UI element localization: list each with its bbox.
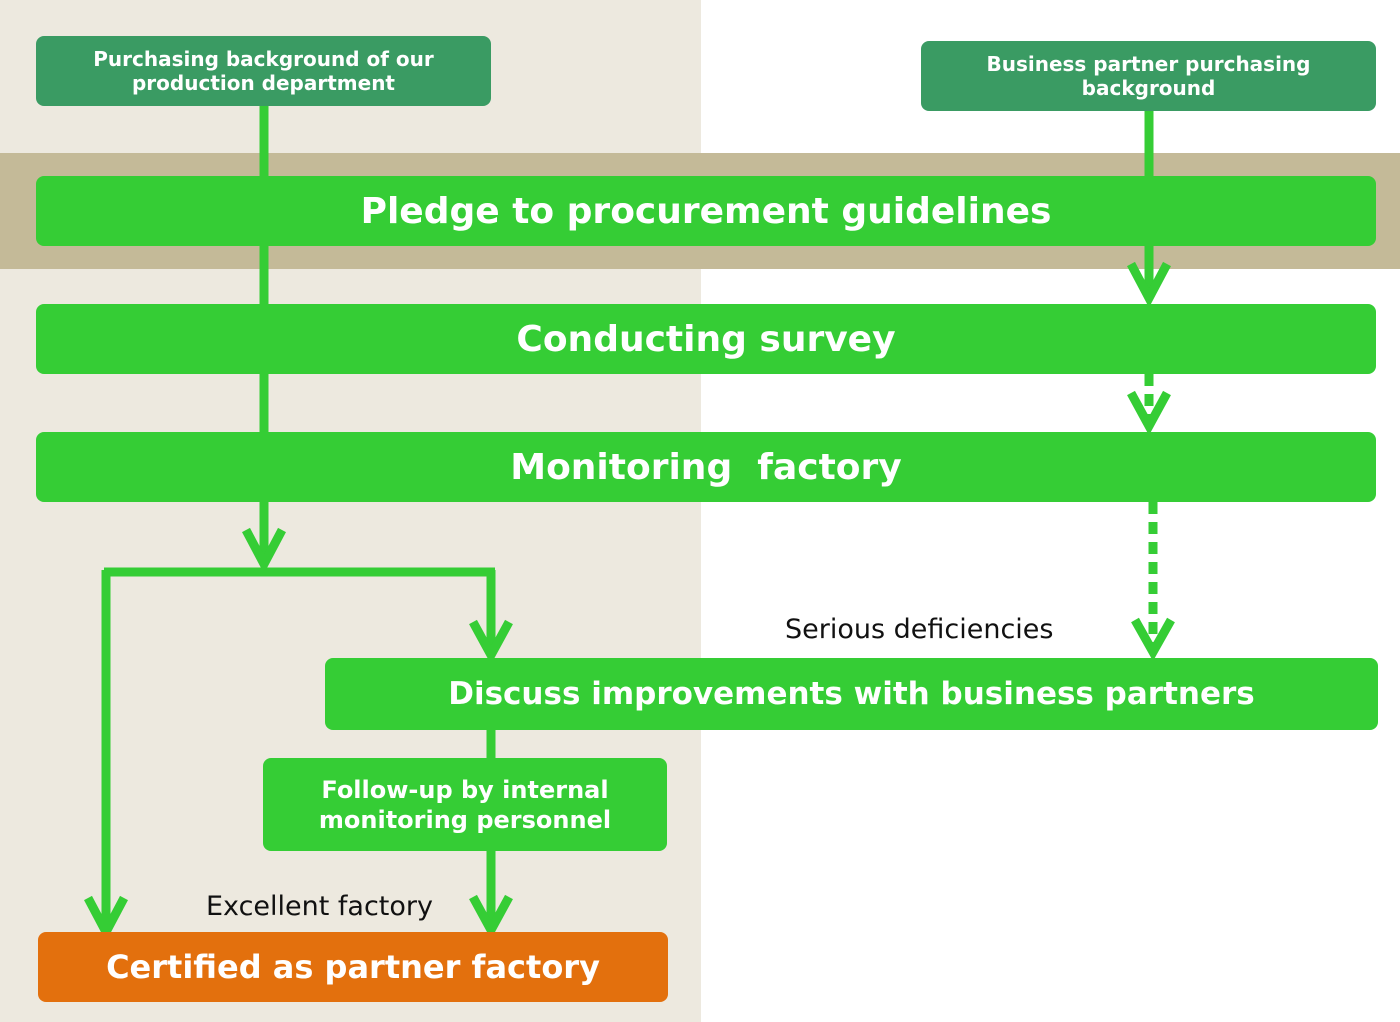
discuss-text: Discuss improvements with business partn… [448, 676, 1255, 712]
own-flow-arrowhead [242, 527, 286, 574]
serious-deficiencies-label: Serious deficiencies [785, 614, 1054, 645]
monitoring-text: Monitoring factory [510, 446, 902, 488]
followup-box: Follow-up by internal monitoring personn… [263, 758, 667, 851]
partner-dashed-arrowhead-1 [1127, 390, 1171, 436]
partner-background-box: Business partner purchasing background [921, 41, 1376, 111]
partner-dashed-arrowhead-2 [1131, 617, 1175, 662]
survey-box: Conducting survey [36, 304, 1376, 374]
certified-box: Certified as partner factory [38, 932, 668, 1002]
pledge-box: Pledge to procurement guidelines [36, 176, 1376, 246]
own-background-text: Purchasing background of our production … [93, 47, 434, 95]
discuss-path-arrowhead [469, 619, 513, 665]
followup-certified-arrowhead [469, 894, 513, 940]
discuss-box: Discuss improvements with business partn… [325, 658, 1378, 730]
monitoring-box: Monitoring factory [36, 432, 1376, 502]
excellent-factory-label: Excellent factory [206, 891, 433, 922]
partner-background-text: Business partner purchasing background [986, 52, 1311, 100]
certified-text: Certified as partner factory [106, 948, 600, 986]
survey-text: Conducting survey [516, 318, 896, 360]
pledge-text: Pledge to procurement guidelines [360, 190, 1052, 232]
partner-flow-arrowhead [1127, 261, 1171, 308]
followup-text: Follow-up by internal monitoring personn… [318, 775, 612, 834]
own-background-box: Purchasing background of our production … [36, 36, 491, 106]
